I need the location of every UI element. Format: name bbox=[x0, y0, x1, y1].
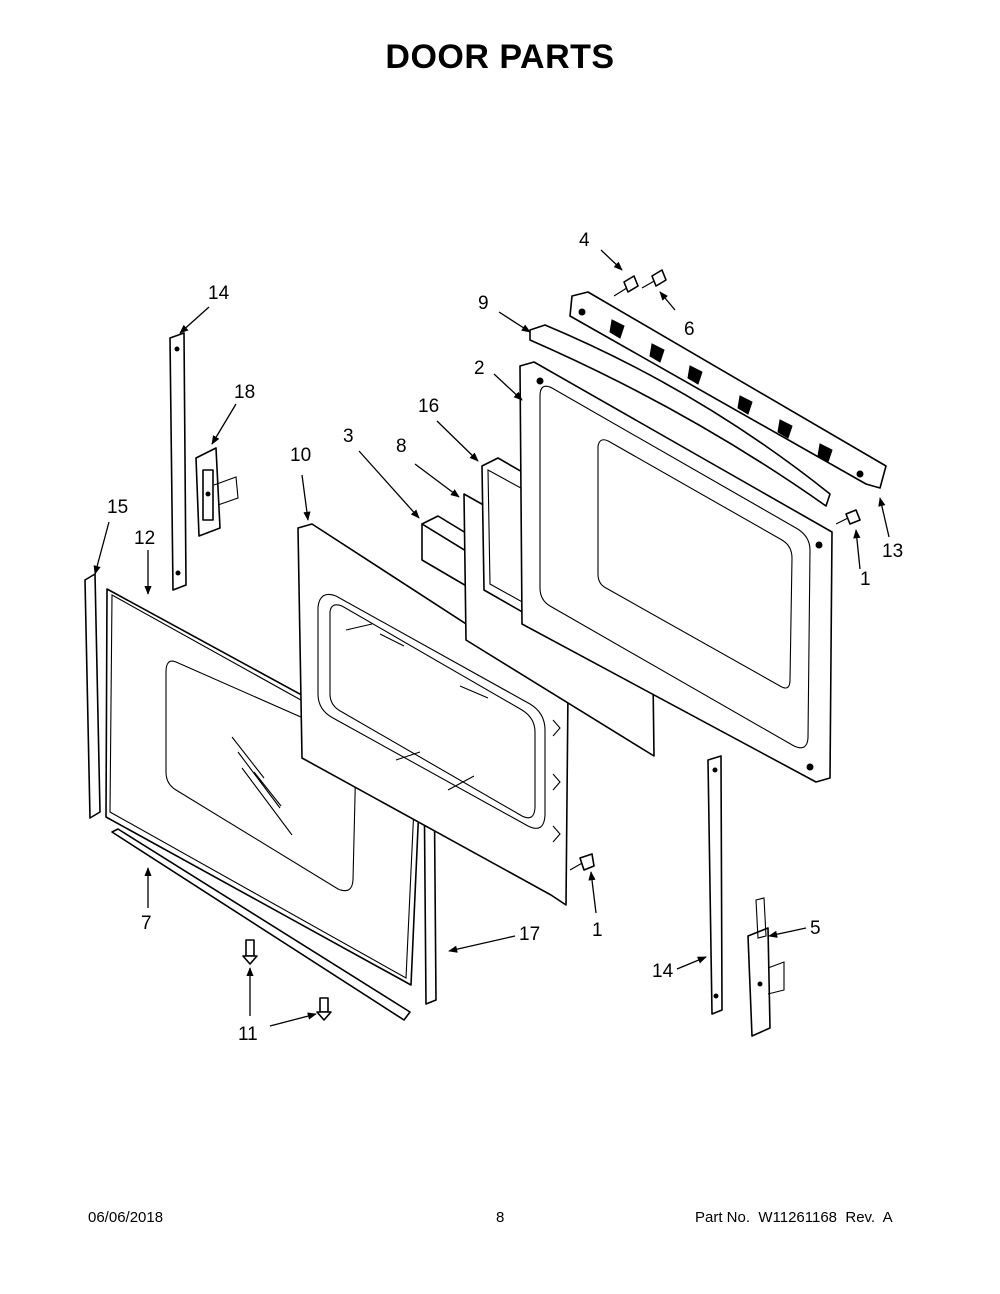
callout-5: 5 bbox=[810, 918, 821, 939]
callout-14-left: 14 bbox=[208, 283, 230, 304]
screw-part-6 bbox=[641, 269, 667, 289]
door-hinge bbox=[747, 897, 785, 1037]
callout-1-upper: 1 bbox=[860, 569, 871, 590]
callout-11: 11 bbox=[238, 1024, 258, 1045]
door-vent-trim bbox=[569, 291, 887, 489]
callout-14-right: 14 bbox=[652, 961, 674, 982]
leader-lines bbox=[93, 249, 890, 1027]
hinge-rail-right bbox=[707, 755, 723, 1015]
callout-labels: 4 6 9 2 14 18 16 3 8 10 15 12 13 1 7 17 … bbox=[107, 230, 903, 1045]
screw-part-1-upper bbox=[835, 509, 861, 525]
callout-16: 16 bbox=[418, 396, 439, 417]
callout-10: 10 bbox=[290, 445, 311, 466]
screw-part-11-b bbox=[316, 997, 332, 1021]
callout-7: 7 bbox=[141, 913, 152, 934]
callout-4: 4 bbox=[579, 230, 590, 251]
screw-part-4 bbox=[613, 275, 639, 297]
vent-baffle bbox=[529, 324, 831, 507]
callout-8: 8 bbox=[396, 436, 407, 457]
door-inner-liner bbox=[297, 523, 569, 906]
callout-18: 18 bbox=[234, 382, 255, 403]
callout-13: 13 bbox=[882, 541, 903, 562]
callout-3: 3 bbox=[343, 426, 354, 447]
hinge-receptacle bbox=[195, 447, 239, 537]
footer-part-number: Part No. W11261168 Rev. A bbox=[695, 1209, 893, 1226]
page-title: DOOR PARTS bbox=[385, 38, 615, 76]
callout-6: 6 bbox=[684, 319, 695, 340]
callout-12: 12 bbox=[134, 528, 155, 549]
screw-part-11-a bbox=[242, 939, 258, 965]
callout-17: 17 bbox=[519, 924, 540, 945]
screw-part-1-lower bbox=[569, 853, 595, 871]
door-frame bbox=[519, 361, 833, 783]
footer-page-number: 8 bbox=[496, 1209, 505, 1226]
door-side-trim-left bbox=[84, 573, 101, 819]
callout-15: 15 bbox=[107, 497, 128, 518]
callout-9: 9 bbox=[478, 293, 489, 314]
callout-1-lower: 1 bbox=[592, 920, 603, 941]
hinge-rail-left bbox=[169, 332, 187, 591]
callout-2: 2 bbox=[474, 358, 485, 379]
door-bottom-trim bbox=[111, 828, 411, 1021]
footer-date: 06/06/2018 bbox=[88, 1209, 164, 1226]
